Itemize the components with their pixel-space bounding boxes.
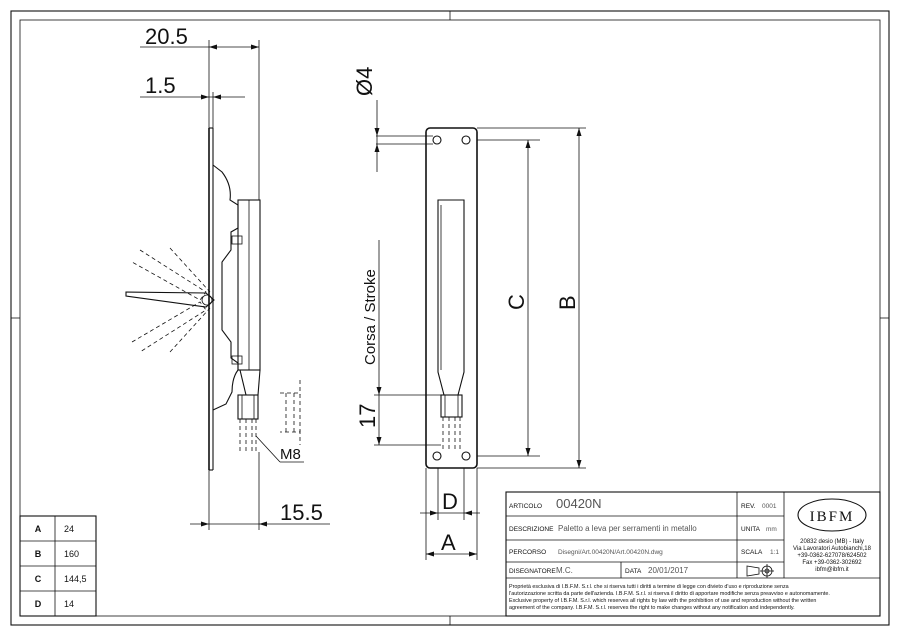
articolo-label: ARTICOLO bbox=[509, 503, 542, 510]
dim-1-5: 1.5 bbox=[145, 73, 176, 98]
size-value-a: 24 bbox=[64, 524, 74, 534]
size-value-d: 14 bbox=[64, 599, 74, 609]
legal-line-2: l'autorizzazione scritta da parte dell'a… bbox=[509, 591, 830, 597]
rev-label: REV. bbox=[741, 503, 756, 510]
side-threaded-pin bbox=[237, 394, 259, 420]
size-value-c: 144,5 bbox=[64, 574, 87, 584]
front-plate bbox=[425, 127, 478, 469]
logo-text: IBFM bbox=[810, 509, 855, 525]
legal-line-1: Proprietà esclusiva di I.B.F.M. S.r.l. c… bbox=[509, 584, 789, 590]
size-key-a: A bbox=[35, 524, 42, 534]
company-line-2: Via Lavoratori Autobianchi,18 bbox=[793, 546, 872, 552]
mounting-hole-bottom-right bbox=[461, 451, 471, 461]
title-block: ARTICOLO 00420N REV. 0001 DESCRIZIONE Pa… bbox=[505, 491, 881, 617]
descrizione-value: Paletto a leva per serramenti in metallo bbox=[558, 524, 697, 533]
articolo-value: 00420N bbox=[556, 496, 602, 511]
dim-20-5: 20.5 bbox=[145, 24, 188, 49]
size-table: A 24 B 160 C 144,5 D 14 bbox=[19, 515, 97, 617]
dim-c: C bbox=[504, 294, 529, 310]
dim-a: A bbox=[441, 530, 456, 555]
size-key-c: C bbox=[35, 574, 42, 584]
front-view: Ø4 C B 17 Corsa / Stroke D A bbox=[352, 67, 586, 560]
dim-15-5: 15.5 bbox=[280, 500, 323, 525]
dim-m8: M8 bbox=[280, 446, 301, 463]
company-line-1: 20832 desio (MB) - Italy bbox=[800, 539, 864, 545]
legal-line-3: Exclusive property of I.B.F.M. S.r.l. wh… bbox=[509, 598, 816, 604]
size-key-b: B bbox=[35, 549, 42, 559]
scala-value: 1:1 bbox=[770, 549, 779, 556]
data-value: 20/01/2017 bbox=[648, 566, 689, 575]
legal-line-4: agreement of the company. I.B.F.M. S.r.l… bbox=[509, 605, 795, 611]
company-line-3: +39-0362-627078/624502 bbox=[797, 553, 867, 559]
percorso-value: Disegni/Art.00420N/Art.00420N.dwg bbox=[558, 549, 663, 556]
projection-symbol-icon bbox=[746, 564, 774, 578]
front-lever-slot bbox=[437, 199, 465, 396]
side-body-contour bbox=[212, 164, 239, 411]
size-value-b: 160 bbox=[64, 549, 79, 559]
stroke-label: Corsa / Stroke bbox=[362, 269, 379, 365]
front-threaded-pin bbox=[440, 394, 463, 418]
company-line-5: ibfm@ibfm.it bbox=[815, 567, 849, 573]
size-key-d: D bbox=[35, 599, 42, 609]
mounting-hole-top-right bbox=[461, 135, 471, 145]
side-view: 20.5 1.5 M8 15.5 bbox=[125, 24, 330, 530]
unita-value: mm bbox=[766, 526, 777, 533]
data-label: DATA bbox=[625, 568, 642, 575]
unita-label: UNITA bbox=[741, 526, 761, 533]
company-line-4: Fax +39-0362-302692 bbox=[802, 560, 862, 566]
dim-17: 17 bbox=[355, 404, 380, 428]
descrizione-label: DESCRIZIONE bbox=[509, 526, 554, 533]
dim-b: B bbox=[555, 295, 580, 310]
dim-phi4: Ø4 bbox=[352, 67, 377, 96]
disegnatore-label: DISEGNATORE bbox=[509, 568, 556, 575]
percorso-label: PERCORSO bbox=[509, 549, 546, 556]
mounting-hole-top-left bbox=[432, 135, 442, 145]
rev-value: 0001 bbox=[762, 503, 777, 510]
mounting-hole-bottom-left bbox=[432, 451, 442, 461]
scala-label: SCALA bbox=[741, 549, 763, 556]
disegnatore-value: M.C. bbox=[556, 566, 573, 575]
ibfm-logo-icon bbox=[797, 498, 867, 532]
dim-d: D bbox=[442, 489, 458, 514]
